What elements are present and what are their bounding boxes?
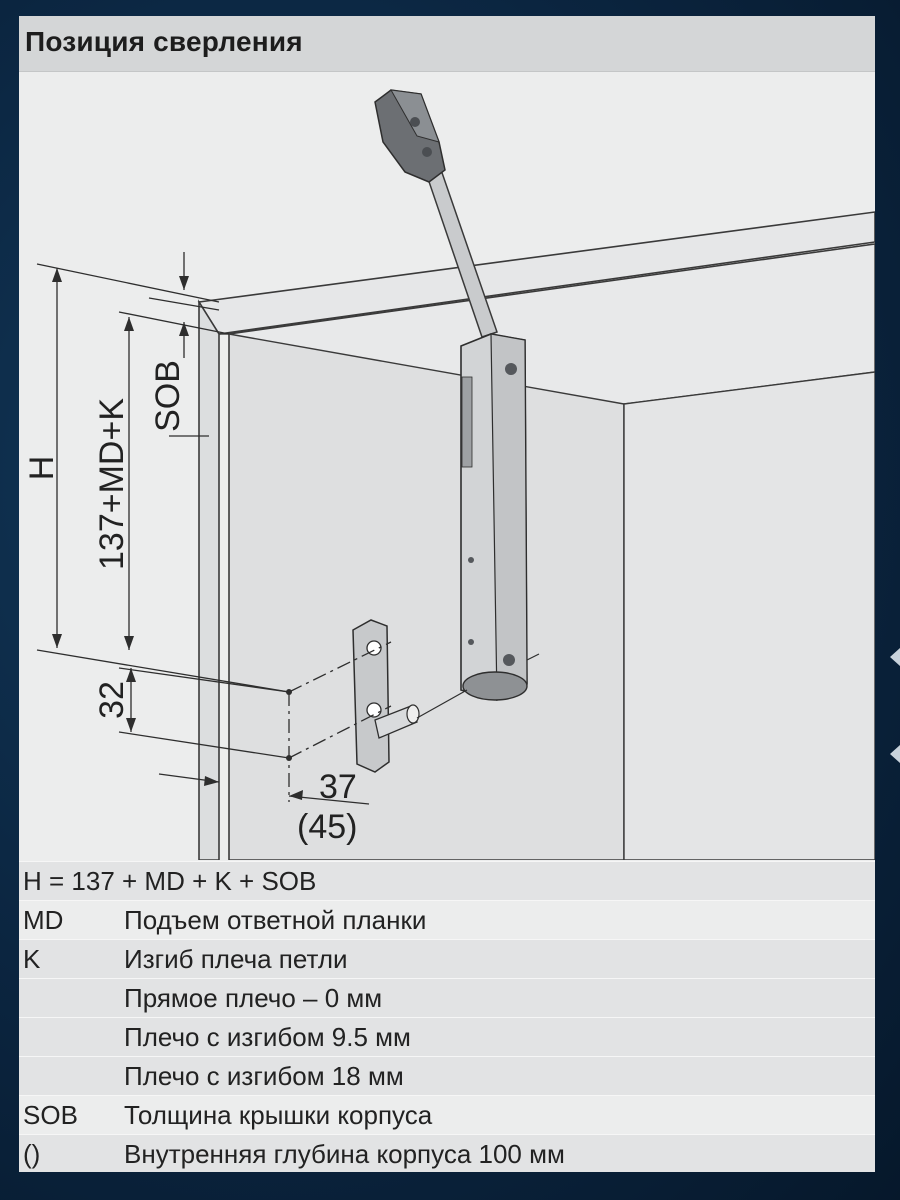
cabinet-side-edge	[198, 299, 220, 860]
legend-row-parentheses: () Внутренняя глубина корпуса 100 мм	[19, 1134, 875, 1172]
legend-table: H = 137 + MD + K + SOB MD Подъем ответно…	[19, 861, 875, 1172]
legend-description: Толщина крышки корпуса	[124, 1100, 433, 1130]
diagram-card: Позиция сверления	[19, 16, 875, 1172]
label-total: 137+MD+K	[93, 398, 131, 570]
legend-row-md: MD Подъем ответной планки	[19, 900, 875, 939]
cabinet-back-wall	[623, 371, 875, 860]
legend-description: Изгиб плеча петли	[124, 944, 348, 974]
legend-row-k: K Изгиб плеча петли	[19, 939, 875, 978]
legend-description: Плечо с изгибом 9.5 мм	[124, 1022, 411, 1052]
legend-description: Подъем ответной планки	[124, 905, 427, 935]
legend-description: Плечо с изгибом 18 мм	[124, 1061, 404, 1091]
title-bar: Позиция сверления	[19, 16, 875, 72]
legend-row-sob: SOB Толщина крышки корпуса	[19, 1095, 875, 1134]
dimension-h	[36, 263, 290, 693]
hole-centerlines	[288, 641, 392, 802]
chevron-left-icon	[890, 648, 900, 666]
legend-symbol: MD	[23, 905, 64, 935]
drilling-diagram: H 137+MD+K SOB 32 37 (45)	[23, 89, 875, 860]
door-bracket	[374, 89, 446, 183]
dimension-37	[158, 773, 370, 805]
legend-symbol: SOB	[23, 1100, 78, 1130]
legend-formula-row: H = 137 + MD + K + SOB	[19, 861, 875, 900]
legend-symbol: K	[23, 944, 41, 974]
formula: H = 137 + MD + K + SOB	[23, 866, 317, 896]
legend-description: Прямое плечо – 0 мм	[124, 983, 383, 1013]
legend-description: Внутренняя глубина корпуса 100 мм	[124, 1139, 565, 1169]
page-title: Позиция сверления	[25, 26, 303, 57]
label-37: 37	[319, 768, 357, 806]
legend-row-k-bend-9-5: Плечо с изгибом 9.5 мм	[19, 1017, 875, 1056]
dimension-32	[118, 667, 290, 759]
legend-row-k-bend-18: Плечо с изгибом 18 мм	[19, 1056, 875, 1095]
legend-symbol: ()	[23, 1139, 41, 1169]
chevron-left-icon	[890, 745, 900, 763]
lift-mechanism-body	[460, 333, 528, 701]
mounting-plate	[352, 619, 420, 773]
dimension-total	[118, 311, 230, 650]
label-h: H	[23, 456, 61, 481]
label-32: 32	[93, 681, 131, 719]
label-45: (45)	[297, 808, 357, 846]
dimension-sob	[148, 252, 220, 437]
label-sob: SOB	[149, 360, 187, 432]
legend-row-k-straight: Прямое плечо – 0 мм	[19, 978, 875, 1017]
